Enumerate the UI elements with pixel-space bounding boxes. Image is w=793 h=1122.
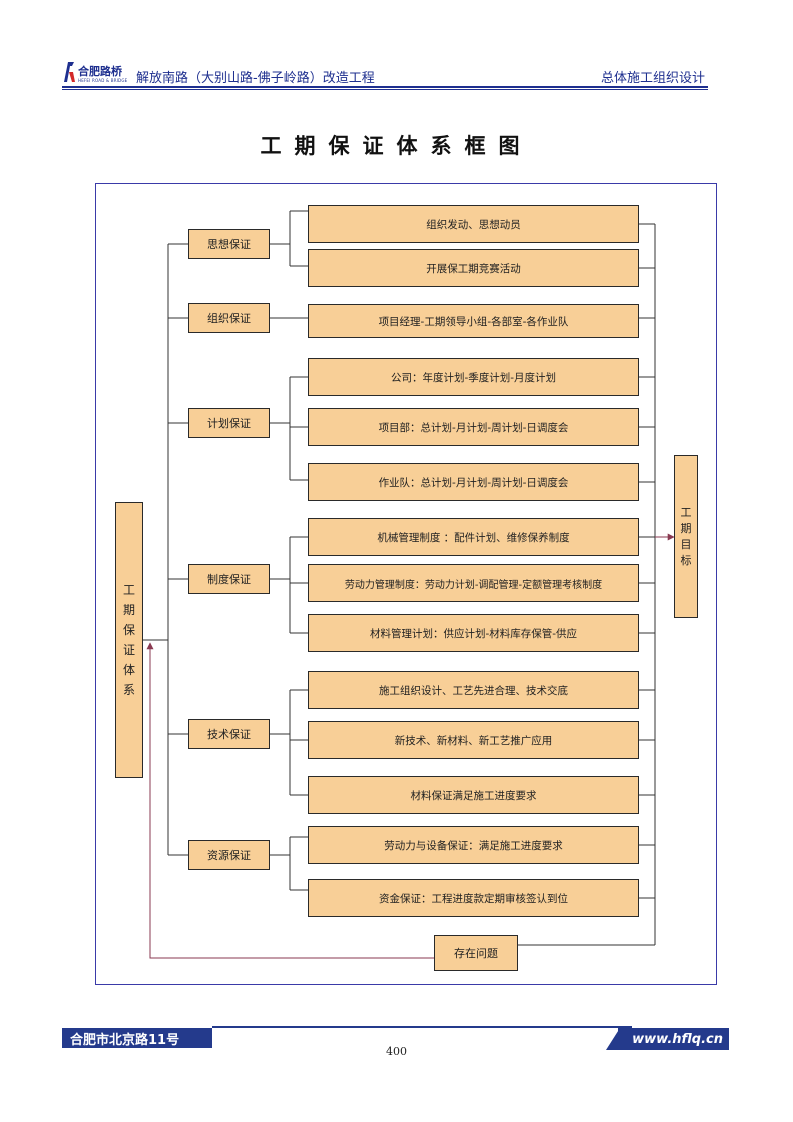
detail-box: 劳动力管理制度：劳动力计划-调配管理-定额管理考核制度 bbox=[308, 564, 639, 602]
root-char: 证 bbox=[122, 643, 135, 657]
detail-box: 新技术、新材料、新工艺推广应用 bbox=[308, 721, 639, 759]
header-rule bbox=[62, 86, 708, 88]
root-char: 保 bbox=[122, 623, 135, 637]
footer-website: www.hflq.cn bbox=[618, 1028, 729, 1050]
page-title: 工期保证体系框图 bbox=[260, 133, 533, 158]
logo-subtext: HEFEI ROAD & BRIDGE bbox=[78, 78, 128, 83]
detail-box: 组织发动、思想动员 bbox=[308, 205, 639, 243]
detail-box: 项目经理-工期领导小组-各部室-各作业队 bbox=[308, 304, 639, 338]
root-char: 体 bbox=[122, 663, 135, 677]
section-name: 总体施工组织设计 bbox=[600, 71, 705, 86]
logo-text: 合肥路桥 bbox=[78, 65, 122, 78]
detail-box: 开展保工期竞赛活动 bbox=[308, 249, 639, 287]
target-box: 工 期 目 标 bbox=[674, 455, 698, 618]
detail-box: 资金保证：工程进度款定期审核签认到位 bbox=[308, 879, 639, 917]
root-char: 工 bbox=[122, 583, 135, 597]
category-resource: 资源保证 bbox=[188, 840, 270, 870]
root-char: 系 bbox=[122, 683, 135, 697]
issue-box: 存在问题 bbox=[434, 935, 518, 971]
header-rule-thin bbox=[62, 89, 708, 90]
detail-box: 项目部：总计划-月计划-周计划-日调度会 bbox=[308, 408, 639, 446]
target-char: 期 bbox=[680, 521, 692, 535]
detail-box: 公司：年度计划-季度计划-月度计划 bbox=[308, 358, 639, 396]
category-thought: 思想保证 bbox=[188, 229, 270, 259]
logo-mark-icon bbox=[64, 62, 75, 82]
category-system: 制度保证 bbox=[188, 564, 270, 594]
company-logo: 合肥路桥 HEFEI ROAD & BRIDGE bbox=[62, 60, 130, 90]
detail-box: 材料管理计划：供应计划-材料库存保管-供应 bbox=[308, 614, 639, 652]
category-plan: 计划保证 bbox=[188, 408, 270, 438]
diagram-frame bbox=[95, 183, 717, 985]
footer-address: 合肥市北京路11号 bbox=[62, 1028, 212, 1048]
category-technology: 技术保证 bbox=[188, 719, 270, 749]
project-name: 解放南路（大别山路-佛子岭路）改造工程 bbox=[136, 71, 375, 86]
target-char: 工 bbox=[680, 505, 692, 519]
footer-accent bbox=[606, 1028, 620, 1050]
footer-rule bbox=[212, 1026, 632, 1028]
detail-box: 材料保证满足施工进度要求 bbox=[308, 776, 639, 814]
target-char: 标 bbox=[680, 553, 692, 567]
target-char: 目 bbox=[680, 537, 692, 551]
detail-box: 施工组织设计、工艺先进合理、技术交底 bbox=[308, 671, 639, 709]
detail-box: 劳动力与设备保证：满足施工进度要求 bbox=[308, 826, 639, 864]
category-organization: 组织保证 bbox=[188, 303, 270, 333]
root-char: 期 bbox=[122, 603, 135, 617]
detail-box: 机械管理制度 ：配件计划、维修保养制度 bbox=[308, 518, 639, 556]
root-system-box: 工 期 保 证 体 系 bbox=[115, 502, 143, 778]
page-number: 400 bbox=[386, 1045, 407, 1058]
detail-box: 作业队：总计划-月计划-周计划-日调度会 bbox=[308, 463, 639, 501]
